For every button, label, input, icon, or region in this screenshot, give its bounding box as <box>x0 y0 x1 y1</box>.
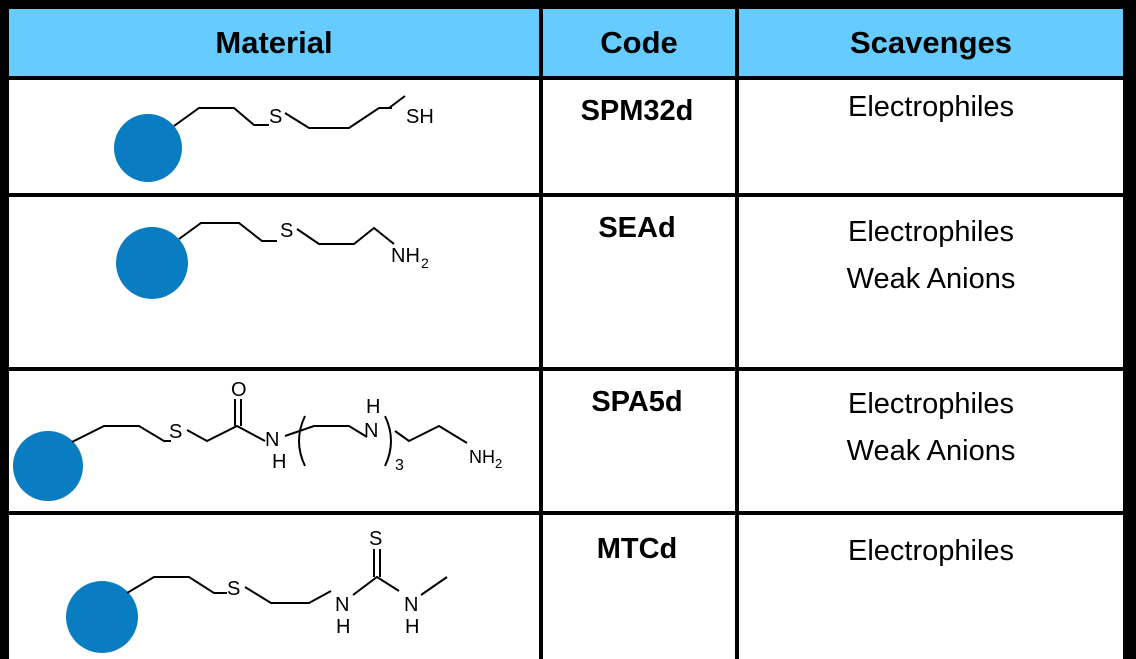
atom-label: S <box>227 578 240 600</box>
atom-label: O <box>231 379 247 401</box>
atom-label: H <box>272 451 286 473</box>
structure-spm32d: S SH <box>114 95 434 182</box>
header-scavenges: Scavenges <box>850 24 1012 60</box>
atom-subscript: 3 <box>395 457 404 474</box>
atom-label: NH <box>469 447 495 467</box>
resin-bead-icon <box>13 431 83 501</box>
code-mtcd: MTCd <box>596 533 678 565</box>
table-border-top <box>0 0 1136 9</box>
scavenge-item: Electrophiles <box>847 388 1015 420</box>
atom-label: S <box>169 421 182 443</box>
code-spa5d: SPA5d <box>591 386 683 418</box>
scavenges-mtcd: Electrophiles <box>736 528 1126 575</box>
resin-bead-icon <box>66 581 138 653</box>
atom-label: N <box>335 594 349 616</box>
scavenge-item: Electrophiles <box>847 535 1015 567</box>
table-border-left <box>0 0 9 659</box>
atom-label: N <box>404 594 418 616</box>
atom-subscript: 2 <box>421 255 429 271</box>
row-divider-header <box>9 76 1123 80</box>
scavenges-spa5d: Electrophiles Weak Anions <box>736 381 1126 475</box>
header-material: Material <box>215 24 333 60</box>
row-divider-1 <box>9 193 1123 197</box>
table-border-right <box>1123 0 1136 659</box>
scavenge-item: Weak Anions <box>846 263 1016 295</box>
structure-mtcd: S N H S N H <box>66 528 448 653</box>
scavenge-item: Electrophiles <box>847 91 1015 123</box>
atom-label: NH <box>391 245 420 267</box>
structure-spa5d: S O N H H N 3 NH 2 <box>13 379 502 501</box>
atom-label: S <box>269 106 282 128</box>
atom-subscript: 2 <box>495 456 502 471</box>
row-divider-2 <box>9 367 1123 371</box>
resin-bead-icon <box>114 114 182 182</box>
atom-label: N <box>364 420 378 442</box>
resin-bead-icon <box>116 227 188 299</box>
scavenges-spm32d: Electrophiles <box>736 84 1126 131</box>
row-divider-3 <box>9 511 1123 515</box>
structure-sead: S NH 2 <box>116 220 429 299</box>
atom-label: H <box>336 616 350 638</box>
scavenge-item: Weak Anions <box>846 435 1016 467</box>
scavenges-sead: Electrophiles Weak Anions <box>736 209 1126 303</box>
atom-label: N <box>265 429 279 451</box>
atom-label: SH <box>406 106 434 128</box>
atom-label: S <box>280 220 293 242</box>
column-divider-1 <box>539 9 543 659</box>
atom-label: H <box>366 396 380 418</box>
column-divider-2 <box>735 9 739 659</box>
code-spm32d: SPM32d <box>580 95 694 127</box>
scavenge-item: Electrophiles <box>847 216 1015 248</box>
atom-label: H <box>405 616 419 638</box>
code-sead: SEAd <box>598 212 676 244</box>
header-code: Code <box>600 24 678 60</box>
table-header <box>9 9 1123 76</box>
atom-label: S <box>369 528 382 550</box>
